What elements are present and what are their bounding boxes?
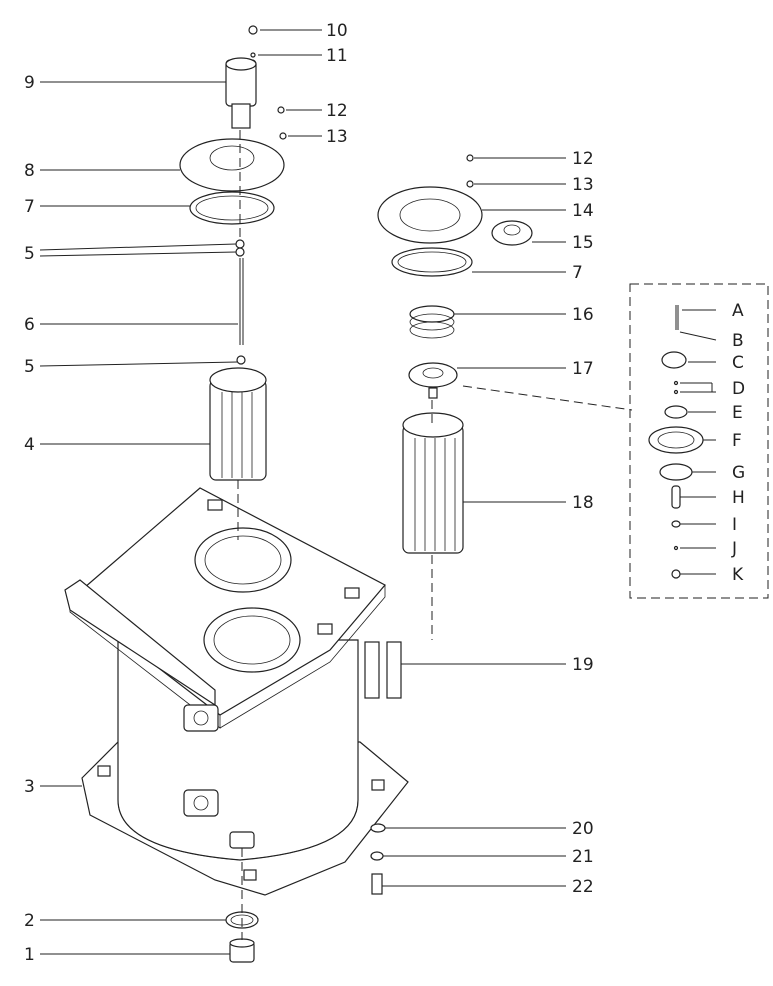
callout-9: 9: [24, 73, 35, 93]
assembly-axes: [237, 130, 633, 940]
detail-label-g: G: [732, 463, 745, 483]
detail-label-i: I: [732, 515, 737, 535]
right-filter-stack: [225, 154, 533, 963]
callout-20: 20: [572, 819, 594, 839]
left-filter-stack: [179, 25, 287, 481]
callout-8: 8: [24, 161, 35, 181]
callout-16: 16: [572, 305, 594, 325]
callout-21: 21: [572, 847, 594, 867]
callout-19: 19: [572, 655, 594, 675]
leader-lines: [39, 29, 566, 955]
callout-22: 22: [572, 877, 594, 897]
callout-4: 4: [24, 435, 35, 455]
callout-5-top: 5: [24, 244, 35, 264]
callout-11: 11: [326, 46, 348, 66]
detail-label-b: B: [732, 331, 744, 351]
detail-label-e: E: [732, 403, 743, 423]
callout-2: 2: [24, 911, 35, 931]
callout-17: 17: [572, 359, 594, 379]
callout-18: 18: [572, 493, 594, 513]
detail-label-d: D: [732, 379, 745, 399]
callout-7-right: 7: [572, 263, 583, 283]
callout-labels: 10 11 9 12 13 8 7 5 6 5 4 3 2 1 12 13 14…: [24, 21, 594, 965]
callout-7: 7: [24, 197, 35, 217]
callout-15: 15: [572, 233, 594, 253]
callout-13-right: 13: [572, 175, 594, 195]
callout-13: 13: [326, 127, 348, 147]
detail-label-j: J: [731, 539, 737, 559]
callout-5-bottom: 5: [24, 357, 35, 377]
detail-label-k: K: [732, 565, 744, 585]
callout-12: 12: [326, 101, 348, 121]
detail-label-h: H: [732, 488, 745, 508]
callout-3: 3: [24, 777, 35, 797]
detail-label-f: F: [732, 431, 742, 451]
detail-label-c: C: [732, 353, 744, 373]
callout-10: 10: [326, 21, 348, 41]
detail-panel: [629, 283, 769, 599]
callout-6: 6: [24, 315, 35, 335]
tank-assembly: [64, 487, 409, 896]
detail-labels: A B C D E F G H I J K: [731, 301, 745, 585]
callout-12-right: 12: [572, 149, 594, 169]
callout-14: 14: [572, 201, 594, 221]
callout-1: 1: [24, 945, 35, 965]
detail-label-a: A: [732, 301, 744, 321]
